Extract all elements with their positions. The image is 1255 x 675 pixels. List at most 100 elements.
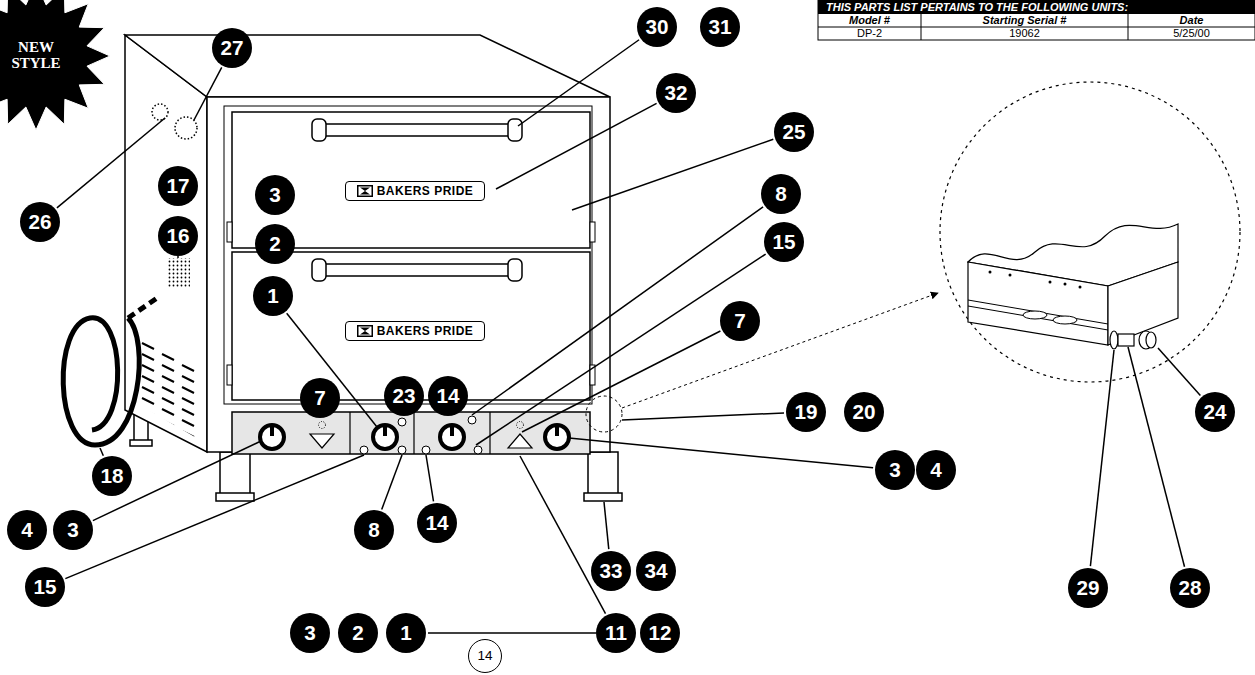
control-knob xyxy=(545,425,569,449)
callout-number: 4 xyxy=(916,450,956,490)
detail-screw xyxy=(1049,281,1052,284)
detail-slot xyxy=(1023,311,1047,319)
callout-number: 3 xyxy=(255,175,295,215)
knob-ring xyxy=(1110,331,1118,349)
leader-line xyxy=(1128,347,1185,567)
leader-line xyxy=(426,455,433,501)
callout-number: 17 xyxy=(158,166,198,206)
callout-number: 11 xyxy=(596,613,636,653)
side-vents xyxy=(135,335,200,440)
indicator-light xyxy=(398,446,406,454)
panel-divider xyxy=(489,412,490,454)
leg-foot xyxy=(216,493,254,501)
indicator-light xyxy=(360,446,368,454)
door-hinge xyxy=(590,222,595,242)
callout-number: 3 xyxy=(53,510,93,550)
leader-line xyxy=(569,438,873,468)
table-rule xyxy=(921,14,922,40)
table-cell: 19062 xyxy=(921,27,1128,40)
callout-number: 3 xyxy=(875,450,915,490)
control-panel xyxy=(232,412,590,454)
callout-number: 31 xyxy=(700,7,740,47)
leg-foot xyxy=(584,493,622,501)
callout-number: 16 xyxy=(158,216,198,256)
nameplate: BAKERS PRIDE xyxy=(345,321,485,341)
oven-leg xyxy=(588,452,618,495)
table-cell: DP-2 xyxy=(818,27,921,40)
table-header-band xyxy=(818,0,1255,14)
callout-number: 1 xyxy=(253,276,293,316)
leader-line xyxy=(520,456,606,614)
callout-number: 2 xyxy=(338,613,378,653)
table-frame xyxy=(818,0,1255,40)
callout-number: 14 xyxy=(468,639,502,673)
logo-mark xyxy=(360,328,370,335)
starburst-outline xyxy=(0,0,110,130)
callout-number: 18 xyxy=(92,456,132,496)
callout-number: 33 xyxy=(591,551,631,591)
side-fitting xyxy=(152,104,168,120)
indicator-light xyxy=(422,446,430,454)
knob-pointer xyxy=(555,427,559,436)
knob-pointer xyxy=(383,427,387,436)
callout-number: 4 xyxy=(7,510,47,550)
handle-mount xyxy=(312,119,326,141)
callout-number: 7 xyxy=(720,301,760,341)
detail-screw xyxy=(989,271,992,274)
down-arrow-decal xyxy=(310,434,334,448)
callout-number: 24 xyxy=(1195,392,1235,432)
leader-line xyxy=(496,103,657,189)
detail-circle xyxy=(940,82,1240,382)
logo-frame xyxy=(357,186,372,197)
panel-divider xyxy=(413,412,414,454)
callout-number: 29 xyxy=(1068,568,1108,608)
logo-frame xyxy=(357,326,372,337)
indicator-light xyxy=(474,446,482,454)
callout-number: 15 xyxy=(764,222,804,262)
indicator-light xyxy=(468,416,476,424)
decal-dot xyxy=(319,422,326,429)
knob-pointer xyxy=(270,427,274,436)
handle-mount xyxy=(508,259,522,281)
nameplate: BAKERS PRIDE xyxy=(345,181,485,201)
indicator-light xyxy=(398,418,406,426)
leader-line xyxy=(1158,348,1200,396)
detail-band xyxy=(968,306,1108,330)
callout-number: 27 xyxy=(212,28,252,68)
detail-front xyxy=(968,262,1108,345)
brand-logo xyxy=(357,185,373,197)
callout-number: 32 xyxy=(656,73,696,113)
node-text: NEW STYLE xyxy=(5,40,67,72)
callout-number: 14 xyxy=(417,503,457,543)
callout-number: 1 xyxy=(386,613,426,653)
power-cord xyxy=(63,318,139,445)
handle-mount xyxy=(508,119,522,141)
callout-number: 23 xyxy=(384,376,424,416)
leader-line xyxy=(572,139,773,210)
knob-pointer xyxy=(450,427,454,436)
table-cell: 5/25/00 xyxy=(1128,27,1255,40)
logo-mark xyxy=(360,188,370,195)
leader-line xyxy=(57,118,165,208)
control-knob xyxy=(373,425,397,449)
door-handle xyxy=(322,124,512,136)
callout-number: 28 xyxy=(1170,568,1210,608)
callout-number: 26 xyxy=(20,202,60,242)
leader-line xyxy=(518,40,639,126)
detail-screw xyxy=(1079,286,1082,289)
callout-number: 7 xyxy=(300,378,340,418)
callout-number: 14 xyxy=(428,376,468,416)
callout-number: 8 xyxy=(761,174,801,214)
handle-mount xyxy=(312,259,326,281)
side-fitting xyxy=(175,117,197,139)
detail-arrow xyxy=(622,293,938,408)
control-knob xyxy=(440,425,464,449)
leader-line xyxy=(65,455,364,579)
control-knob xyxy=(260,425,284,449)
decal-dot xyxy=(517,422,524,429)
cabinet-front xyxy=(207,97,610,452)
callout-number: 34 xyxy=(636,551,676,591)
detail-slot xyxy=(1053,316,1077,324)
up-arrow-decal xyxy=(508,434,532,448)
callout-number: 3 xyxy=(290,613,330,653)
